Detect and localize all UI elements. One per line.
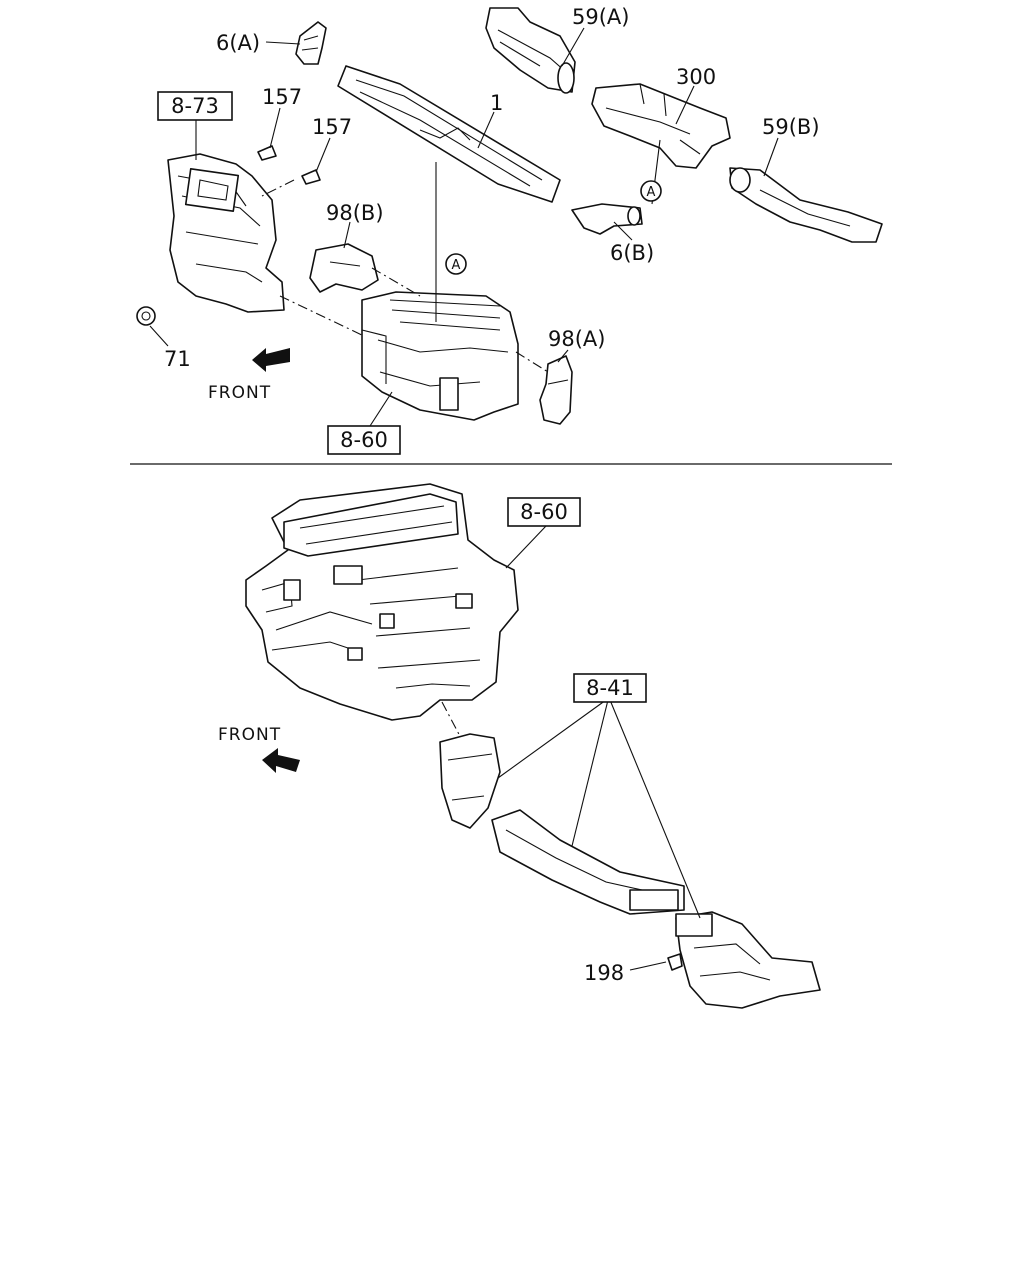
ref-box-8-60-lower: 8-60 xyxy=(507,497,581,527)
lower-assembly-line xyxy=(441,701,463,741)
part-198-screw xyxy=(667,953,683,971)
upper-section: A A FRONT 8-73 8-60 6(A) 59(A) 300 59(B)… xyxy=(136,5,883,455)
part-157-screws xyxy=(257,145,321,185)
label-6a: 6(A) xyxy=(216,31,260,55)
leader-860-upper xyxy=(369,391,393,427)
label-98b: 98(B) xyxy=(326,201,384,225)
front-arrow-upper: FRONT xyxy=(208,348,290,403)
part-59b-duct xyxy=(729,167,883,243)
upper-assembly-line-5 xyxy=(261,179,295,197)
label-6b: 6(B) xyxy=(610,241,654,265)
leader-841-c xyxy=(609,699,701,919)
part-1-cover-panel xyxy=(337,65,561,203)
leader-59a xyxy=(561,27,585,67)
part-8-41-duct-a xyxy=(439,733,501,829)
leader-198 xyxy=(629,961,667,971)
upper-assembly-line-4 xyxy=(515,351,549,373)
label-157-b: 157 xyxy=(312,115,352,139)
front-label-upper: FRONT xyxy=(208,383,271,403)
svg-text:A: A xyxy=(452,258,461,273)
front-arrow-icon xyxy=(252,348,290,372)
svg-text:8-60: 8-60 xyxy=(340,428,388,452)
svg-text:8-60: 8-60 xyxy=(520,500,568,524)
ref-box-8-60-upper: 8-60 xyxy=(327,425,401,455)
front-label-lower: FRONT xyxy=(218,725,281,745)
lower-section: FRONT 8-60 8-41 198 xyxy=(218,483,821,1009)
part-6b-duct-elbow xyxy=(571,203,643,235)
circle-a-marker-1: A xyxy=(445,253,467,275)
label-59b: 59(B) xyxy=(762,115,820,139)
part-98b-duct xyxy=(309,243,379,293)
part-8-60-heater-unit-upper xyxy=(361,291,519,421)
label-1: 1 xyxy=(490,91,503,115)
leader-6a xyxy=(265,41,301,45)
part-300-duct xyxy=(591,83,731,169)
part-8-41-duct-c xyxy=(675,911,821,1009)
leader-98b xyxy=(343,221,351,249)
part-59a-duct xyxy=(485,7,576,94)
part-8-60-heater-unit-lower xyxy=(245,483,519,721)
part-8-73-blower-assembly xyxy=(167,153,285,313)
part-8-41-duct-b xyxy=(491,809,685,915)
leader-71 xyxy=(149,325,169,347)
label-198: 198 xyxy=(584,961,624,985)
circle-a-marker-2: A xyxy=(640,180,662,202)
leader-841-a xyxy=(497,699,607,779)
leader-59b xyxy=(763,137,779,177)
ref-box-8-73: 8-73 xyxy=(157,91,233,121)
leader-841-b xyxy=(571,699,609,847)
leader-157a xyxy=(269,107,281,149)
upper-assembly-line-1 xyxy=(279,295,365,337)
label-98a: 98(A) xyxy=(548,327,605,351)
svg-text:A: A xyxy=(647,185,656,200)
part-71-nut xyxy=(136,306,156,326)
label-157-a: 157 xyxy=(262,85,302,109)
label-59a: 59(A) xyxy=(572,5,629,29)
front-arrow-lower: FRONT xyxy=(218,725,300,773)
upper-assembly-line-2 xyxy=(371,267,421,297)
leader-157b xyxy=(315,137,331,173)
leader-1 xyxy=(477,111,495,149)
leader-6b xyxy=(613,221,633,241)
svg-text:8-73: 8-73 xyxy=(171,94,219,118)
leader-860-lower xyxy=(505,525,547,569)
svg-text:8-41: 8-41 xyxy=(586,676,634,700)
part-6a-duct-elbow xyxy=(295,21,327,65)
leader-98a xyxy=(557,349,569,363)
label-300: 300 xyxy=(676,65,716,89)
ref-box-8-41: 8-41 xyxy=(573,673,647,703)
label-71: 71 xyxy=(164,347,191,371)
leader-300 xyxy=(675,85,695,125)
part-98a-duct xyxy=(539,355,573,425)
front-arrow-icon-lower xyxy=(262,748,300,773)
